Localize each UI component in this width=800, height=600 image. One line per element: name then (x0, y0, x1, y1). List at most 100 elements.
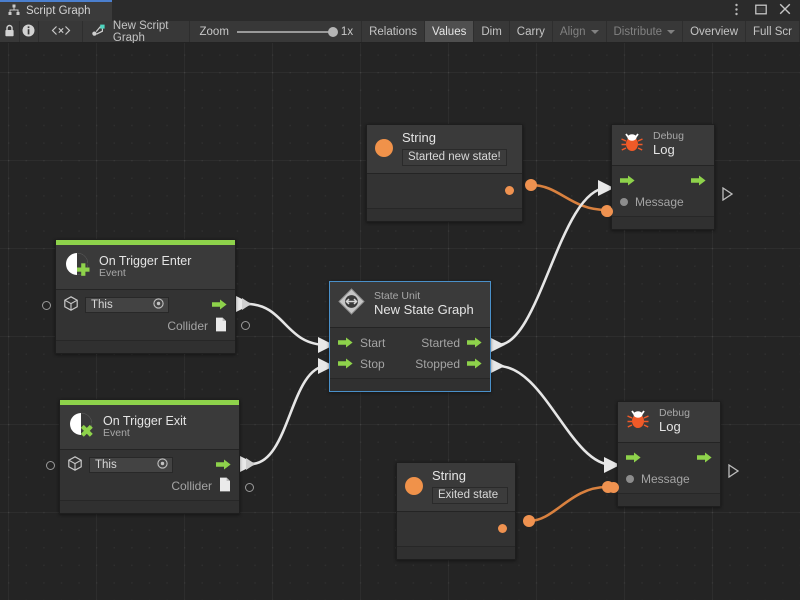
port-row-value-output (367, 178, 522, 204)
debug-bug-icon (620, 131, 644, 158)
flow-input-arrow[interactable] (620, 175, 635, 186)
value-output-port[interactable] (498, 524, 507, 533)
node-string-bottom[interactable]: String Exited state (396, 462, 516, 560)
external-flow-output-handle[interactable] (242, 298, 251, 310)
toolbar-button-align[interactable]: Align (553, 21, 607, 42)
node-state-unit[interactable]: State Unit New State Graph Start Started (329, 281, 491, 392)
external-flow-output-handle[interactable] (246, 458, 255, 470)
gameobject-cube-icon (68, 456, 82, 474)
message-input-port[interactable] (626, 475, 634, 483)
external-flow-output-handle[interactable] (722, 187, 733, 201)
zoom-slider[interactable] (237, 31, 333, 33)
toolbar-button-distribute[interactable]: Distribute (607, 21, 684, 42)
graph-name-button[interactable]: New Script Graph (83, 21, 190, 42)
external-flow-output-handle[interactable] (728, 464, 739, 478)
chevron-down-icon (667, 30, 675, 34)
node-body (397, 512, 515, 546)
toolbar-label-distribute: Distribute (614, 26, 663, 38)
toolbar-button-values[interactable]: Values (425, 21, 474, 42)
port-row-collider: Collider (60, 475, 239, 496)
flow-input-arrow-stop[interactable] (338, 358, 353, 369)
edge-state-stopped-to-debug-bottom (498, 366, 613, 465)
node-body: Message (612, 166, 714, 216)
toolbar-button-relations[interactable]: Relations (362, 21, 425, 42)
tab-script-graph[interactable]: Script Graph (0, 0, 112, 21)
edge-string-to-debug-message-top (531, 185, 607, 210)
maximize-icon[interactable] (754, 3, 767, 16)
port-row-target: This (56, 294, 235, 315)
object-picker-icon[interactable] (153, 298, 164, 312)
port-row-flow (612, 170, 714, 191)
external-target-input-handle[interactable] (46, 461, 55, 470)
string-value-text: Started new state! (408, 151, 501, 164)
port-row-message: Message (612, 191, 714, 212)
toolbar-label-align: Align (560, 26, 586, 38)
node-body: This (56, 290, 235, 340)
flow-output-arrow[interactable] (216, 459, 231, 470)
flow-output-arrow-stopped[interactable] (467, 358, 482, 369)
info-icon (22, 24, 35, 40)
value-output-port[interactable] (505, 186, 514, 195)
flow-input-arrow-start[interactable] (338, 337, 353, 348)
node-on-trigger-exit[interactable]: On Trigger Exit Event This (59, 399, 240, 514)
object-picker-icon[interactable] (157, 458, 168, 472)
target-object-value: This (91, 299, 113, 311)
message-input-port[interactable] (620, 198, 628, 206)
node-debug-log-top[interactable]: Debug Log (611, 124, 715, 230)
external-message-input-handle[interactable] (608, 482, 619, 493)
port-row-start-started: Start Started (330, 332, 490, 353)
state-unit-icon (338, 288, 365, 320)
node-debug-log-bottom[interactable]: Debug Log (617, 401, 721, 507)
target-object-field[interactable]: This (85, 297, 169, 313)
node-title: On Trigger Enter (99, 254, 191, 268)
node-footer (612, 216, 714, 229)
flow-output-arrow[interactable] (691, 175, 706, 186)
zoom-control[interactable]: Zoom 1x (190, 21, 363, 42)
external-message-input-handle[interactable] (602, 206, 613, 217)
node-body (367, 174, 522, 208)
graph-name-label: New Script Graph (113, 20, 179, 44)
chevron-down-icon (591, 30, 599, 34)
port-row-message: Message (618, 468, 720, 489)
external-collider-output-handle[interactable] (245, 483, 254, 492)
node-string-top[interactable]: String Started new state! (366, 124, 523, 222)
flow-output-arrow[interactable] (212, 299, 227, 310)
event-exit-icon (68, 411, 94, 442)
port-row-collider: Collider (56, 315, 235, 336)
node-header: String Started new state! (367, 125, 522, 174)
port-label-message: Message (635, 195, 684, 209)
string-value-input[interactable]: Exited state (432, 487, 508, 504)
external-collider-output-handle[interactable] (241, 321, 250, 330)
script-graph-icon (92, 24, 106, 40)
node-body: This (60, 450, 239, 500)
target-object-field[interactable]: This (89, 457, 173, 473)
toolbar-button-overview[interactable]: Overview (683, 21, 746, 42)
graph-hierarchy-icon (8, 3, 20, 21)
flow-output-arrow[interactable] (697, 452, 712, 463)
toolbar-button-carry[interactable]: Carry (510, 21, 553, 42)
close-icon[interactable] (778, 3, 791, 16)
port-label-collider: Collider (167, 319, 208, 333)
node-on-trigger-enter[interactable]: On Trigger Enter Event This (55, 239, 236, 354)
external-target-input-handle[interactable] (42, 301, 51, 310)
flow-input-arrow[interactable] (626, 452, 641, 463)
target-object-value: This (95, 459, 117, 471)
port-label-started: Started (421, 336, 460, 350)
lock-button[interactable] (0, 21, 20, 42)
string-value-input[interactable]: Started new state! (402, 149, 507, 166)
node-title: New State Graph (374, 303, 474, 318)
info-button[interactable] (20, 21, 40, 42)
node-footer (56, 340, 235, 353)
port-row-value-output (397, 516, 515, 542)
toolbar-button-full-screen[interactable]: Full Scr (746, 21, 800, 42)
port-row-flow (618, 447, 720, 468)
event-enter-icon (64, 251, 90, 282)
toolbar-button-dim[interactable]: Dim (474, 21, 509, 42)
kebab-menu-icon[interactable] (730, 3, 743, 16)
node-title: Log (659, 420, 690, 435)
collider-document-icon (219, 477, 231, 495)
flow-output-arrow-started[interactable] (467, 337, 482, 348)
source-code-button[interactable] (39, 21, 83, 42)
zoom-slider-knob[interactable] (328, 27, 338, 37)
graph-canvas[interactable]: String Started new state! (0, 43, 800, 600)
